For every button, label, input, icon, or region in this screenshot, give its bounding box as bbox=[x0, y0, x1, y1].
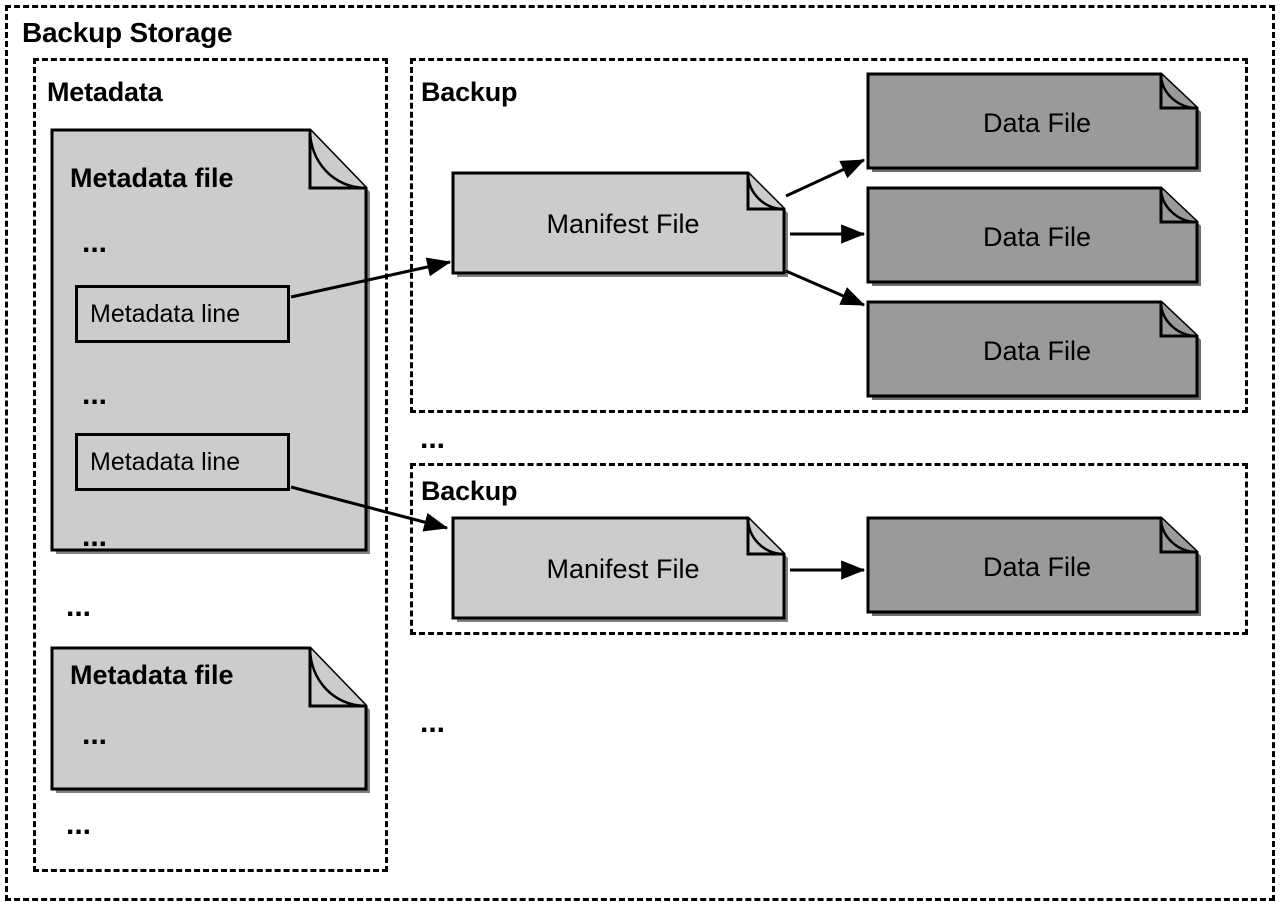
data-file-1[interactable]: Data File bbox=[866, 72, 1206, 172]
metadata-section bbox=[33, 58, 388, 872]
data-file-2-shape bbox=[866, 186, 1201, 286]
backup-gap-ellipsis: ... bbox=[420, 422, 446, 455]
metadata-section-title: Metadata bbox=[47, 77, 163, 107]
after-backups-ellipsis: ... bbox=[420, 706, 446, 739]
backup-section-2 bbox=[410, 463, 1248, 635]
data-file-2[interactable]: Data File bbox=[866, 186, 1206, 286]
data-file-4-shape bbox=[866, 516, 1201, 616]
manifest-file-1[interactable]: Manifest File bbox=[451, 171, 793, 277]
metadata-line-1-label: Metadata line bbox=[90, 299, 241, 328]
metadata-between-files-ellipsis: ... bbox=[66, 590, 92, 623]
metadata-line-2-label: Metadata line bbox=[90, 447, 241, 476]
manifest-file-1-shape bbox=[451, 171, 788, 277]
metadata-file-2-title: Metadata file bbox=[70, 660, 234, 690]
data-file-2-label: Data File bbox=[982, 222, 1092, 252]
metadata-file-2-shape bbox=[50, 646, 370, 793]
backup-storage-title: Backup Storage bbox=[22, 17, 233, 48]
manifest-file-2[interactable]: Manifest File bbox=[451, 516, 793, 622]
backup-section-1 bbox=[410, 58, 1248, 413]
metadata-file-1-ellipsis-top: ... bbox=[82, 226, 108, 259]
data-file-1-label: Data File bbox=[982, 108, 1092, 138]
metadata-line-1[interactable]: Metadata line bbox=[75, 285, 290, 343]
backup-storage-container bbox=[5, 5, 1275, 901]
metadata-file-1-ellipsis-bottom: ... bbox=[82, 520, 108, 553]
metadata-line-2[interactable]: Metadata line bbox=[75, 433, 290, 491]
backup-section-2-title: Backup bbox=[421, 476, 518, 506]
metadata-file-1-title: Metadata file bbox=[70, 163, 234, 193]
data-file-3-label: Data File bbox=[982, 336, 1092, 366]
metadata-file-1-ellipsis-mid: ... bbox=[82, 378, 108, 411]
manifest-file-2-label: Manifest File bbox=[546, 554, 700, 584]
backup-section-1-title: Backup bbox=[421, 77, 518, 107]
manifest-file-2-shape bbox=[451, 516, 788, 622]
metadata-file-1[interactable]: Metadata file ... Metadata line ... Meta… bbox=[50, 128, 374, 554]
data-file-3[interactable]: Data File bbox=[866, 300, 1206, 400]
data-file-4-label: Data File bbox=[982, 552, 1092, 582]
metadata-after-files-ellipsis: ... bbox=[66, 808, 92, 841]
data-file-4[interactable]: Data File bbox=[866, 516, 1206, 616]
metadata-file-2[interactable]: Metadata file ... bbox=[50, 646, 374, 793]
manifest-file-1-label: Manifest File bbox=[546, 209, 700, 239]
metadata-file-2-ellipsis: ... bbox=[82, 718, 108, 751]
data-file-3-shape bbox=[866, 300, 1201, 400]
data-file-1-shape bbox=[866, 72, 1201, 172]
